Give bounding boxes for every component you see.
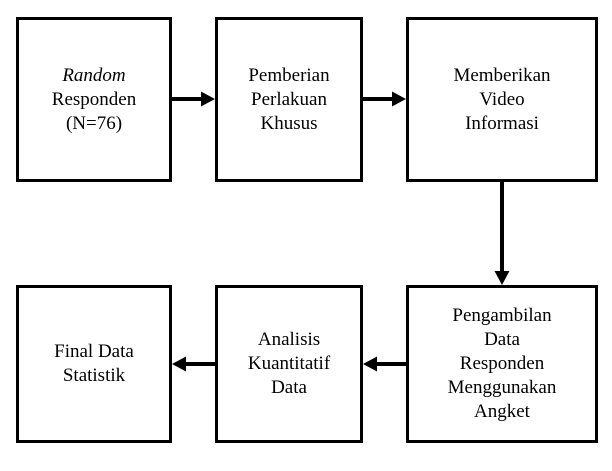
arrow-analysis-to-final (172, 356, 215, 372)
node-data-collection-line5: Angket (474, 401, 530, 422)
node-random-respondents-line1: Random (62, 64, 126, 86)
arrow-video-to-data-collection (494, 182, 510, 285)
node-data-collection-line3: Responden (459, 353, 545, 374)
node-data-collection-line4: Menggunakan (447, 377, 557, 398)
node-random-respondents-line3: (N=76) (65, 112, 123, 134)
node-data-collection: Pengambilan Data Responden Menggunakan A… (406, 285, 598, 443)
node-quantitative-analysis-line1: Analisis (257, 329, 321, 350)
node-final-statistics: Final Data Statistik (16, 285, 172, 443)
node-video-information-line1: Memberikan (453, 64, 551, 86)
node-data-collection-line2: Data (484, 329, 520, 350)
node-final-statistics-line1: Final Data (54, 341, 134, 362)
node-random-respondents-line2: Responden (51, 88, 137, 110)
node-special-treatment: Pemberian Perlakuan Khusus (215, 17, 363, 182)
node-quantitative-analysis-line3: Data (271, 377, 307, 398)
node-quantitative-analysis: Analisis Kuantitatif Data (215, 285, 363, 443)
node-video-information-line3: Informasi (465, 112, 539, 134)
node-special-treatment-line2: Perlakuan (251, 88, 327, 110)
arrow-random-to-treatment (172, 91, 215, 107)
node-video-information-line2: Video (479, 88, 525, 110)
node-quantitative-analysis-line2: Kuantitatif (247, 353, 331, 374)
node-special-treatment-line3: Khusus (260, 112, 318, 134)
arrow-treatment-to-video (363, 91, 406, 107)
node-random-respondents: Random Responden (N=76) (16, 17, 172, 182)
node-video-information: Memberikan Video Informasi (406, 17, 598, 182)
node-final-statistics-line2: Statistik (62, 365, 126, 386)
arrow-data-collection-to-analysis (363, 356, 406, 372)
node-special-treatment-line1: Pemberian (248, 64, 330, 86)
node-data-collection-line1: Pengambilan (452, 305, 552, 326)
